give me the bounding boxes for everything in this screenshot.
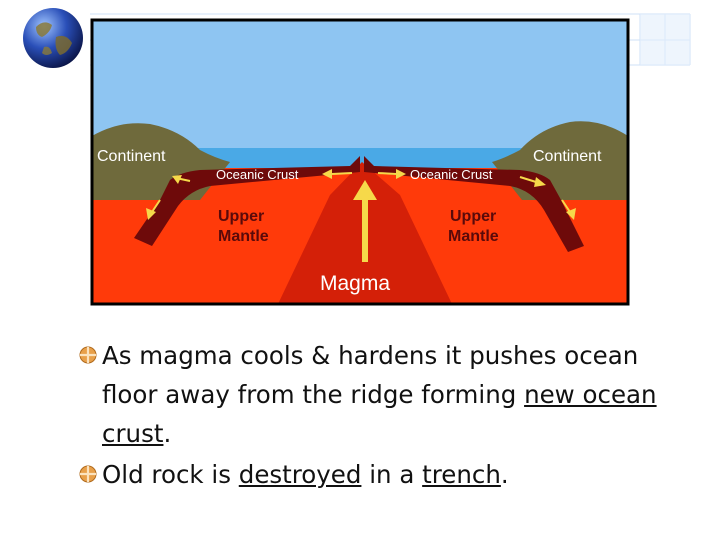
arrow-right-icon — [534, 177, 546, 187]
arrow-right-icon — [396, 169, 406, 179]
bullet-text-middle: in a — [361, 460, 423, 489]
diagram-frame — [90, 18, 630, 306]
oceanic-crust-left — [134, 156, 360, 246]
bullet-text: Old rock is — [102, 460, 239, 489]
arrow-up-icon — [353, 180, 377, 200]
globe-icon — [23, 8, 83, 68]
bullet-list: As magma cools & hardens it pushes ocean… — [76, 336, 676, 496]
label-upper-mantle-left-2: Mantle — [218, 228, 269, 245]
label-continent-left: Continent — [97, 148, 166, 165]
bullet-icon — [79, 465, 97, 483]
label-magma: Magma — [320, 272, 390, 295]
arrow-left-icon — [172, 175, 182, 184]
bullet-text-end: . — [163, 419, 172, 448]
label-upper-mantle-left-1: Upper — [218, 208, 264, 225]
term-destroyed: destroyed — [238, 460, 362, 489]
bullet-item: Old rock is destroyed in a trench. — [76, 455, 676, 494]
label-upper-mantle-right-1: Upper — [450, 208, 496, 225]
bullet-text: As magma cools & hardens it pushes ocean… — [102, 341, 639, 409]
label-continent-right: Continent — [533, 148, 602, 165]
label-upper-mantle-right-2: Mantle — [448, 228, 499, 245]
term-new-ocean-crust: new ocean crust — [102, 380, 657, 448]
bullet-item: As magma cools & hardens it pushes ocean… — [76, 336, 676, 453]
seafloor-spreading-diagram: Continent Continent Oceanic Crust Oceani… — [90, 18, 630, 306]
motion-arrows — [146, 169, 576, 262]
bullet-text-end: . — [500, 460, 509, 489]
term-trench: trench — [422, 460, 501, 489]
label-oceanic-crust-left: Oceanic Crust — [216, 167, 299, 182]
bullet-icon — [79, 346, 97, 364]
arrow-left-icon — [322, 169, 332, 179]
arrow-down-icon — [566, 208, 576, 220]
label-oceanic-crust-right: Oceanic Crust — [410, 167, 493, 182]
arrow-down-icon — [146, 208, 156, 220]
